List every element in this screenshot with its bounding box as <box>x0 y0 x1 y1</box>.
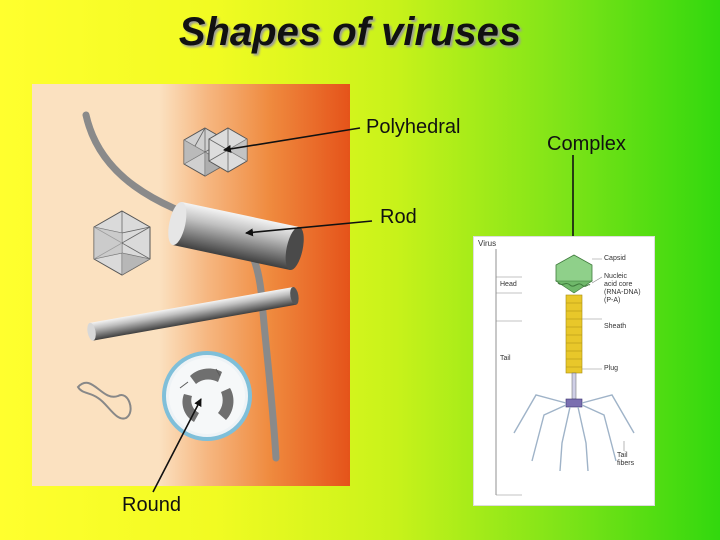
bacteriophage-diagram: Virus Head Tail Capsid Nucleic acid core… <box>473 236 655 506</box>
rod-label: Rod <box>380 206 417 228</box>
small-filament-virus <box>76 381 132 420</box>
phage-tail-label: Tail <box>500 355 511 362</box>
phage-sheath-label: Sheath <box>604 323 627 330</box>
rod-virus-thin <box>87 287 299 341</box>
phage-tail-fibers-label-2: fibers <box>617 460 635 467</box>
slide-title: Shapes of viruses <box>178 10 522 54</box>
phage-nucleic-label-3: (RNA-DNA) <box>604 289 641 296</box>
round-pointer <box>152 398 202 493</box>
polyhedral-virus <box>93 210 151 276</box>
phage-capsid-label: Capsid <box>604 255 626 262</box>
bacteriophage-drawing <box>495 249 635 496</box>
round-virus <box>162 351 252 441</box>
polyhedral-pointer <box>223 127 361 153</box>
polyhedral-label: Polyhedral <box>366 116 461 138</box>
phage-virus-label: Virus <box>478 239 497 248</box>
round-label: Round <box>122 494 181 516</box>
rod-pointer <box>245 220 373 237</box>
phage-head-label: Head <box>500 281 517 288</box>
phage-nucleic-label-1: Nucleic <box>604 273 627 280</box>
base-plate-shape <box>565 398 583 408</box>
phage-nucleic-label-2: acid core <box>604 281 633 288</box>
phage-tail-fibers-label-1: Tail <box>617 452 628 459</box>
phage-plug-label: Plug <box>604 365 619 372</box>
phage-nucleic-label-4: (P-A) <box>604 297 621 304</box>
rod-virus-large <box>168 201 304 271</box>
sheath-shape <box>565 294 583 374</box>
complex-label: Complex <box>547 133 626 155</box>
tail-fibers-shape <box>513 394 635 472</box>
